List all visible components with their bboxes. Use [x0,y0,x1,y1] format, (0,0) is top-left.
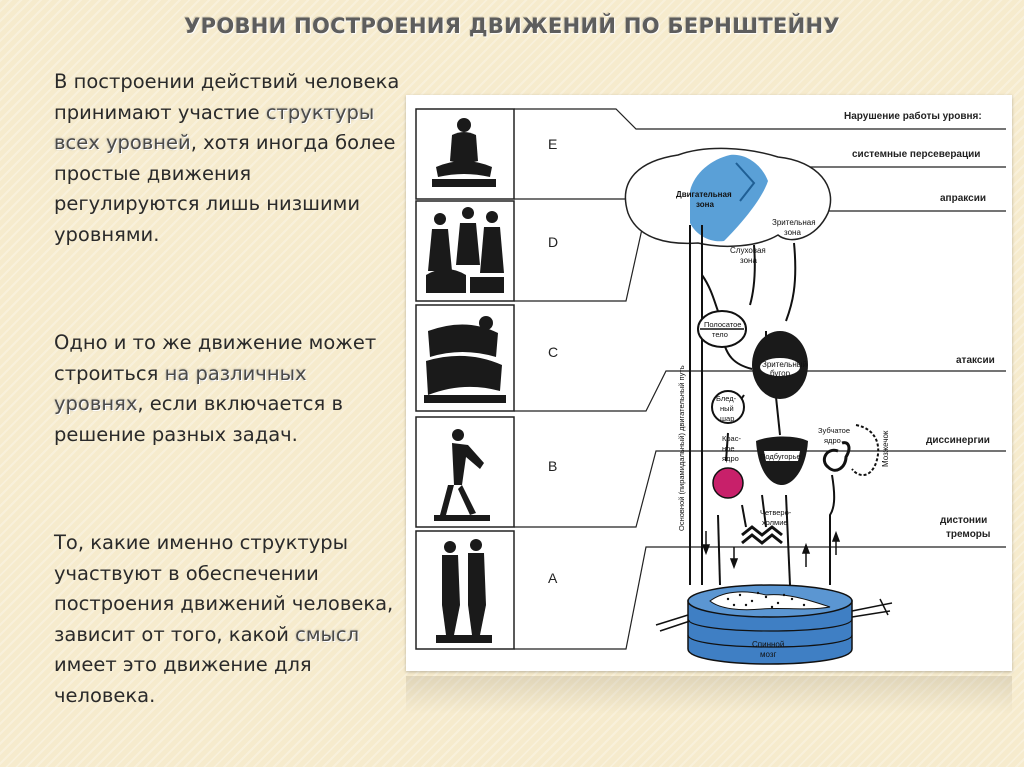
paragraph1-highlight: структуры всех уровней [54,100,375,155]
visual-zone-label-2: зона [784,228,801,237]
hypothalamus-label: Подбугорье [760,452,801,461]
pallidum-structure [711,390,745,424]
paragraph-meaning: То, какие именно структуры участвуют в о… [54,528,402,711]
sculpture-group-figures-icon [426,207,504,293]
dentate-nucleus-label-2: ядро [824,436,841,445]
spinal-cord-label-2: мозг [760,650,777,659]
bernstein-diagram: E D C B A Нарушение работы уровня: систе… [406,95,1012,671]
auditory-zone-label: Слуховая [730,246,766,255]
motor-zone-label: Двигательная [676,190,732,199]
panel-level-b [415,416,515,528]
disorder-level-a-tremor: треморы [946,529,990,540]
hypothalamus-inner [764,451,800,461]
dentate-nucleus-structure [822,441,851,472]
pallidum-label-2: ный [720,404,734,413]
peripheral-nerves [655,598,893,632]
quadrigemina-label: Четверо- [760,508,792,517]
striatum-label-2: тело [712,330,728,339]
sculpture-standing-pair-icon [436,539,492,643]
spinal-cord-label: Спинной [752,640,784,649]
disorder-level-b: диссинергии [926,435,990,446]
disorder-level-e: системные персеверации [852,149,980,160]
striatum-label: Полосатое [704,320,741,329]
sculpture-seated-figure-icon [432,118,496,187]
red-nucleus-label-2: ное [722,444,734,453]
paragraph2-highlight: на различных уровнях [54,361,307,416]
level-label-e: E [548,136,557,152]
quadrigemina-structure [741,525,783,537]
cerebellum-label: Мозжечок [881,430,890,467]
slide-title: УРОВНИ ПОСТРОЕНИЯ ДВИЖЕНИЙ ПО БЕРНШТЕЙНУ [184,14,840,38]
motor-zone-sulcus [735,162,756,202]
paragraph3-highlight: смысл [295,622,360,646]
paragraph2-text-end: , если включается в решение разных задач… [54,392,343,446]
quadrigemina-label-2: холмие [762,518,788,527]
disorder-level-d: апраксии [940,193,986,204]
cerebellum-structure [851,424,880,476]
level-label-b: B [548,458,557,474]
thalamus-inner [760,358,800,376]
paragraph-all-levels: В построении действий человека принимают… [54,67,402,250]
pallidum-label: Блед- [716,394,737,403]
disorder-level-a-dystonia: дистонии [940,515,987,526]
red-nucleus-label-3: ядро [722,454,739,463]
sculpture-bending-figure-icon [434,429,490,521]
paragraph3-text: То, какие именно структуры участвуют в о… [54,531,394,646]
pallidum-label-3: шар [720,414,734,423]
quadrigemina-structure-2 [741,533,783,545]
diagram-svg: E D C B A Нарушение работы уровня: систе… [415,108,1006,665]
figure-reflection [406,676,1012,714]
visual-zone-label: Зрительная [772,218,816,227]
thalamus-label-2: бугор [770,369,791,378]
thalamus-label: Зрительный [762,360,807,369]
paragraph2-text: Одно и то же движение может строиться [54,331,377,385]
paragraph1-text: В построении действий человека принимают… [54,70,400,124]
disorder-level-c: атаксии [956,355,995,366]
motor-zone-label-2: зона [696,200,714,209]
panel-level-a [415,530,515,650]
dentate-nucleus-label: Зубчатое [818,426,850,435]
level-label-c: C [548,344,558,360]
level-label-a: A [548,570,558,586]
red-nucleus-label: Крас- [722,434,741,443]
paragraph3-text-end: имеет это движение для человека. [54,653,312,707]
spinal-cord-structure: Спинной мозг [687,584,853,665]
pyramidal-path-label: Основной (пирамидальный) двигательный пу… [677,365,686,531]
paragraph1-text-end: , хотя иногда более простые движения рег… [54,131,396,246]
pathway-arrows [701,530,841,570]
paragraph-different-levels: Одно и то же движение может строиться на… [54,328,402,450]
disorder-header: Нарушение работы уровня: [844,110,982,122]
sculpture-relief-icon [424,316,506,403]
level-label-d: D [548,234,558,250]
red-nucleus-structure [712,467,744,499]
pathway-lines [689,225,836,586]
auditory-zone-label-2: зона [740,256,757,265]
